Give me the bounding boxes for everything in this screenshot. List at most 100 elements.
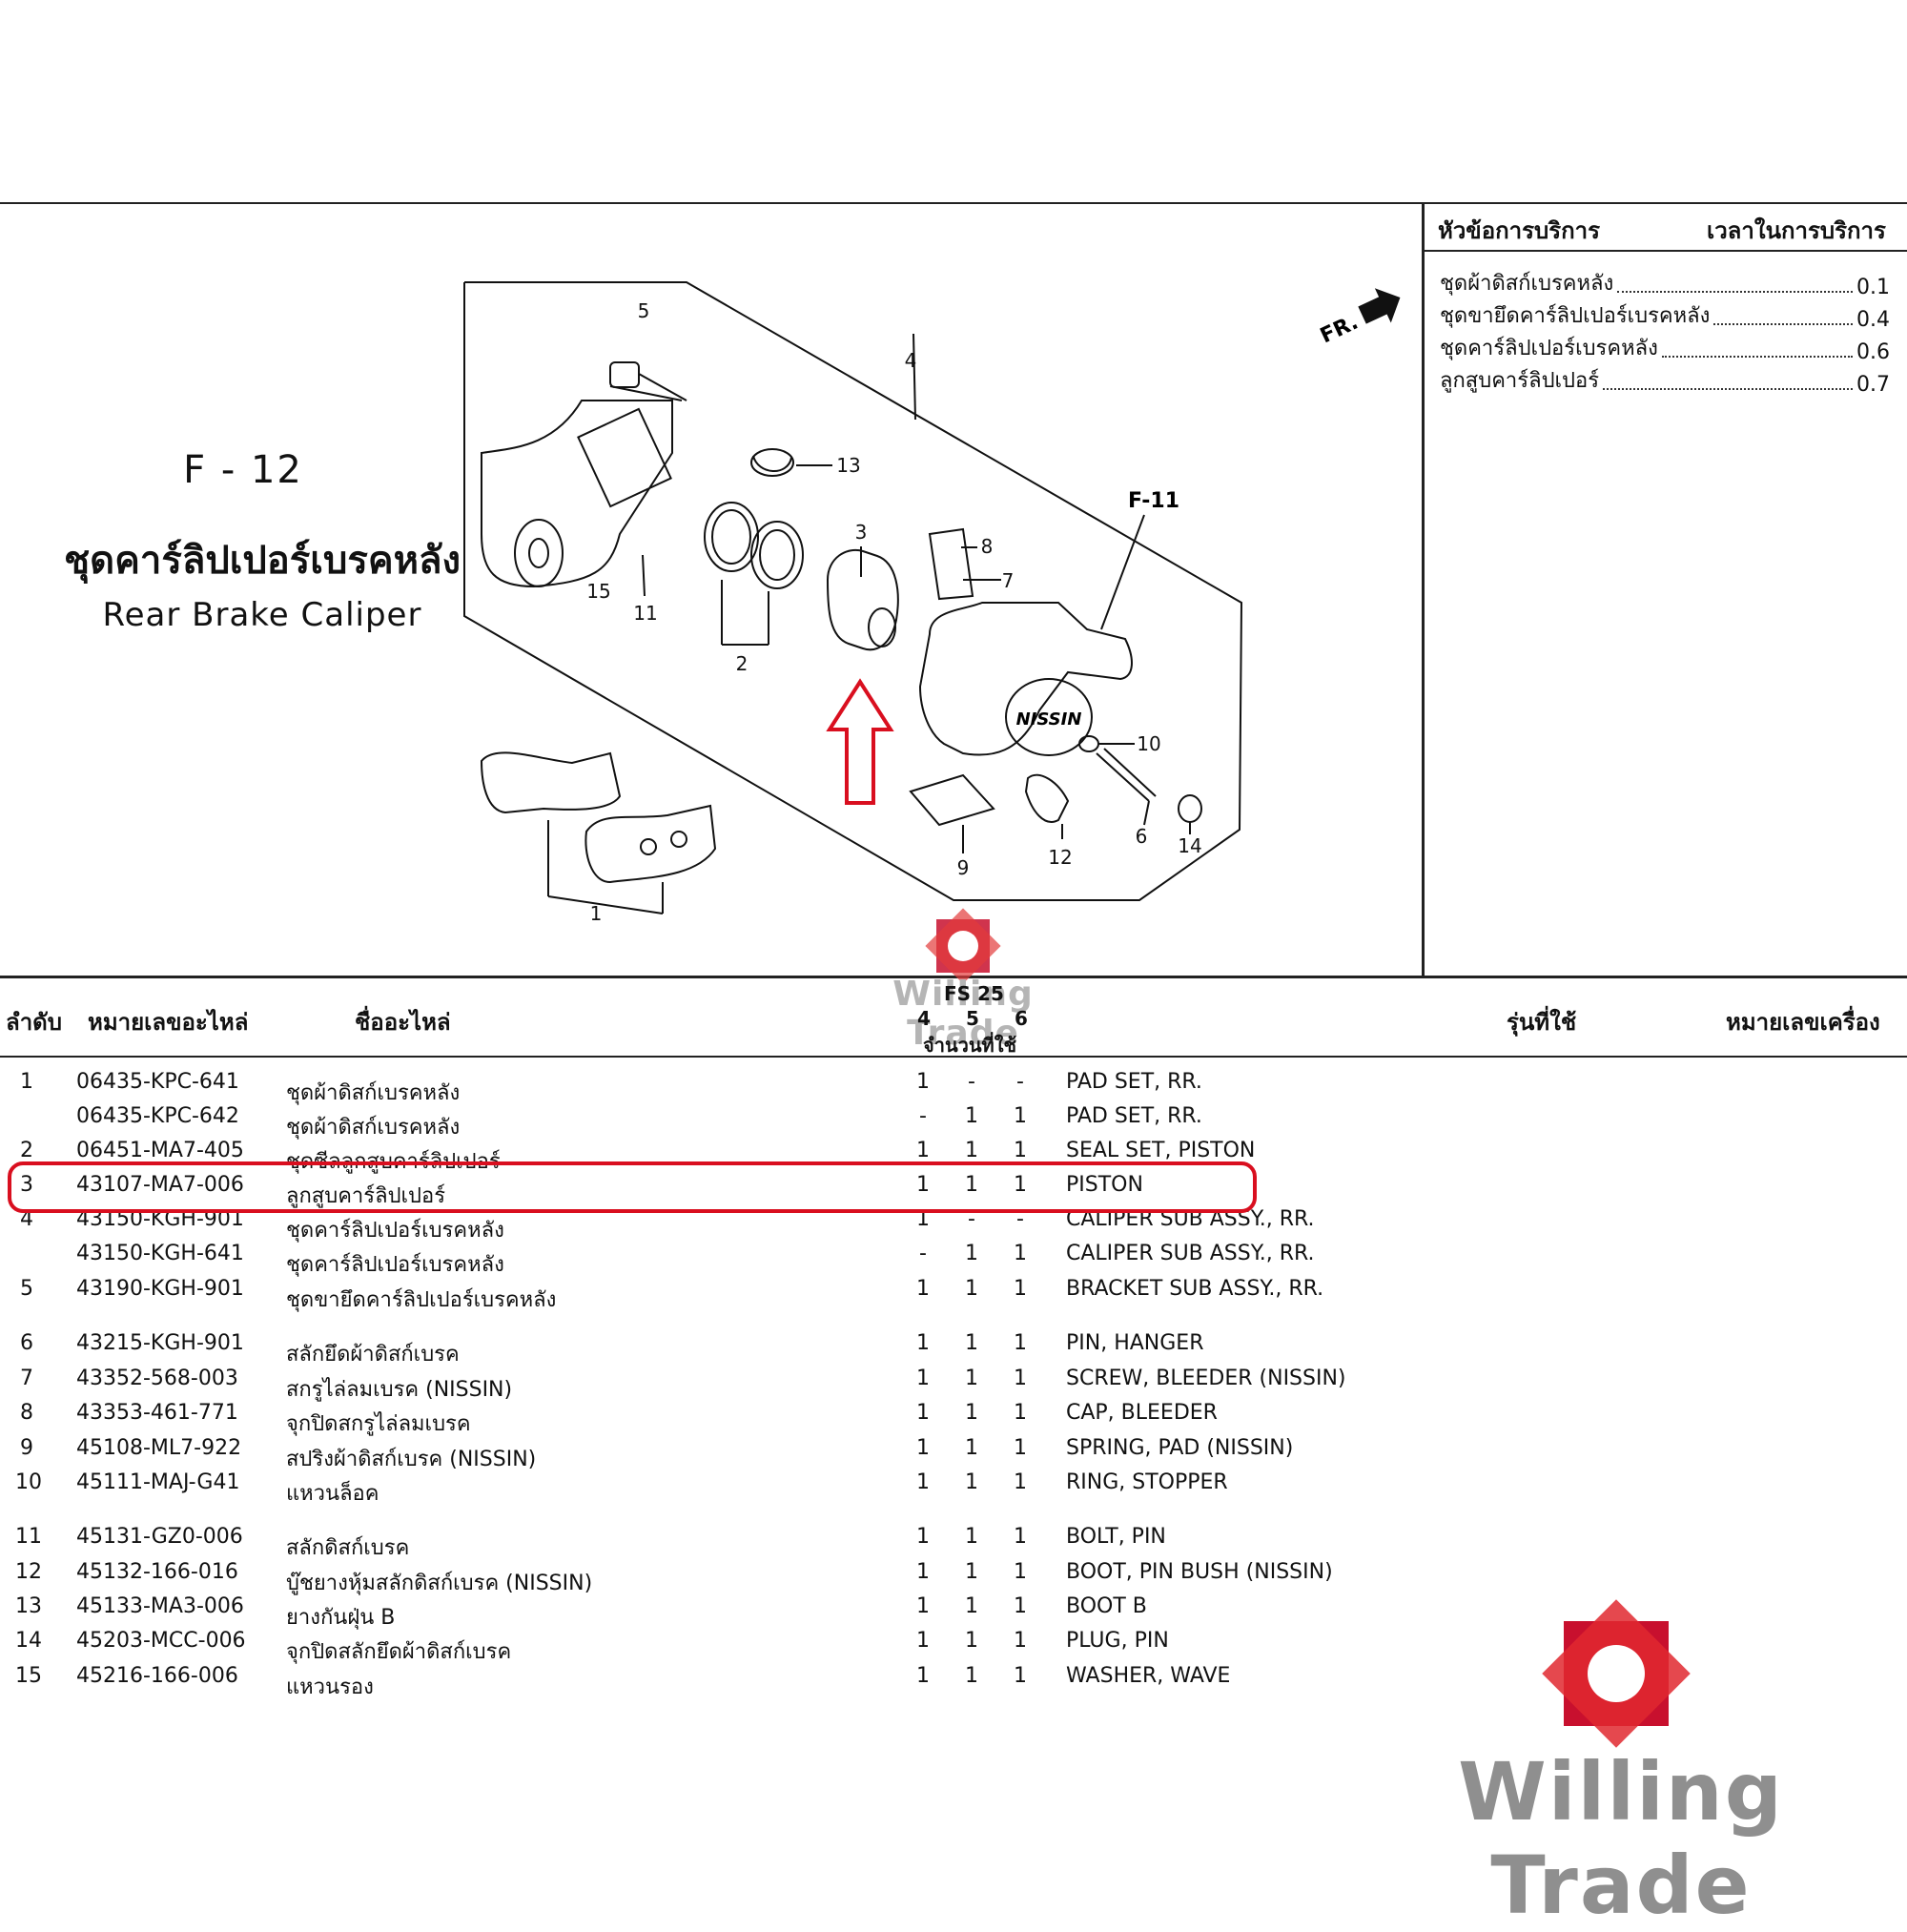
row-name-text: ชุดผ้าดิสก์เบรคหลัง bbox=[286, 1081, 461, 1105]
figure-title-thai: ชุดคาร์ลิปเปอร์เบรคหลัง bbox=[63, 539, 461, 583]
watermark-logo-icon bbox=[925, 908, 1001, 984]
row-part-no: 45131-GZ0-006 bbox=[76, 1525, 243, 1549]
row-english-name: BOOT B bbox=[1066, 1594, 1147, 1618]
service-item-time: 0.1 bbox=[1856, 276, 1890, 299]
row-qty-4: 1 bbox=[916, 1664, 930, 1688]
row-no: 11 bbox=[15, 1525, 42, 1549]
row-qty-4: - bbox=[919, 1242, 927, 1265]
row-english-name: SCREW, BLEEDER (NISSIN) bbox=[1066, 1367, 1346, 1390]
row-qty-4: 1 bbox=[916, 1594, 930, 1618]
row-qty-5: 1 bbox=[965, 1525, 978, 1549]
col-header-engine: หมายเลขเครื่อง bbox=[1726, 1009, 1880, 1036]
service-item-time: 0.6 bbox=[1856, 340, 1890, 364]
row-part-no: 43215-KGH-901 bbox=[76, 1331, 244, 1355]
callout-3: 3 bbox=[855, 521, 868, 544]
col-header-qty-5: 5 bbox=[966, 1007, 979, 1030]
row-qty-5: 1 bbox=[965, 1594, 978, 1618]
service-header-time: เวลาในการบริการ bbox=[1707, 217, 1886, 244]
row-qty-6: - bbox=[1016, 1070, 1024, 1094]
row-qty-6: 1 bbox=[1014, 1277, 1027, 1301]
row-qty-6: 1 bbox=[1014, 1470, 1027, 1494]
col-header-qty: จำนวนที่ใช้ bbox=[923, 1034, 1017, 1057]
row-name-text: สปริงผ้าดิสก์เบรค (NISSIN) bbox=[286, 1448, 537, 1471]
service-header-rule bbox=[1423, 250, 1907, 252]
col-header-name: ชื่ออะไหล่ bbox=[355, 1009, 451, 1036]
brake-pad-2-drawing bbox=[584, 804, 717, 884]
seal-ring-1-drawing bbox=[704, 502, 759, 572]
row-name-text: จุกปิดสกรูไล่ลมเบรค bbox=[286, 1412, 471, 1436]
row-qty-5: 1 bbox=[965, 1664, 978, 1688]
row-english-name: WASHER, WAVE bbox=[1066, 1664, 1231, 1688]
callout-7: 7 bbox=[1002, 569, 1015, 592]
row-qty-6: 1 bbox=[1014, 1173, 1027, 1197]
row-name-text: แหวนรอง bbox=[286, 1675, 374, 1699]
table-header-rule bbox=[0, 1056, 1907, 1058]
row-qty-6: 1 bbox=[1014, 1664, 1027, 1688]
row-english-name: PIN, HANGER bbox=[1066, 1331, 1204, 1355]
row-qty-4: 1 bbox=[916, 1436, 930, 1460]
col-header-model-code: FS 25 bbox=[944, 982, 1004, 1005]
brake-pad-1-drawing bbox=[480, 751, 622, 814]
figure-code: F - 12 bbox=[183, 448, 303, 492]
callout-6: 6 bbox=[1136, 825, 1148, 848]
row-qty-4: 1 bbox=[916, 1560, 930, 1584]
callout-12: 12 bbox=[1048, 846, 1072, 869]
row-qty-5: 1 bbox=[965, 1242, 978, 1265]
row-name-text: แหวนล็อค bbox=[286, 1482, 379, 1506]
row-qty-5: - bbox=[968, 1070, 975, 1094]
piston-drawing bbox=[826, 548, 899, 651]
callout-10: 10 bbox=[1137, 732, 1160, 755]
row-part-no: 06451-MA7-405 bbox=[76, 1139, 244, 1162]
caliper-body-drawing bbox=[918, 602, 1133, 756]
caliper-bracket-drawing bbox=[481, 400, 673, 588]
figure-title-english: Rear Brake Caliper bbox=[102, 596, 422, 634]
row-english-name: BOLT, PIN bbox=[1066, 1525, 1166, 1549]
row-name-text: ยางกันฝุ่น B bbox=[286, 1606, 396, 1630]
callout-11: 11 bbox=[633, 602, 657, 625]
row-qty-4: 1 bbox=[916, 1070, 930, 1094]
row-no: 15 bbox=[15, 1664, 42, 1688]
row-qty-4: 1 bbox=[916, 1173, 930, 1197]
row-part-no: 45203-MCC-006 bbox=[76, 1629, 246, 1653]
callout-5: 5 bbox=[638, 299, 650, 322]
row-english-name: PAD SET, RR. bbox=[1066, 1104, 1202, 1128]
callout-9: 9 bbox=[957, 856, 970, 879]
row-english-name: CALIPER SUB ASSY., RR. bbox=[1066, 1242, 1315, 1265]
row-qty-5: 1 bbox=[965, 1277, 978, 1301]
row-no: 9 bbox=[20, 1436, 33, 1460]
table-row: 14 45203-MCC-006 จุกปิดสลักยึดผ้าดิสก์เบรค… bbox=[0, 1623, 1907, 1664]
service-divider bbox=[1422, 202, 1425, 976]
row-qty-5: 1 bbox=[965, 1629, 978, 1653]
row-qty-4: 1 bbox=[916, 1401, 930, 1425]
row-qty-4: - bbox=[919, 1104, 927, 1128]
row-part-no: 45132-166-016 bbox=[76, 1560, 238, 1584]
row-qty-4: 1 bbox=[916, 1331, 930, 1355]
col-header-qty-4: 4 bbox=[917, 1007, 931, 1030]
row-name-text: จุกปิดสลักยึดผ้าดิสก์เบรค bbox=[286, 1640, 512, 1664]
seal-ring-2-drawing bbox=[750, 521, 804, 589]
row-qty-6: 1 bbox=[1014, 1242, 1027, 1265]
row-english-name: SPRING, PAD (NISSIN) bbox=[1066, 1436, 1294, 1460]
callout-2: 2 bbox=[736, 652, 748, 675]
row-english-name: SEAL SET, PISTON bbox=[1066, 1139, 1256, 1162]
row-part-no: 43190-KGH-901 bbox=[76, 1277, 244, 1301]
row-name-text: ชุดผ้าดิสก์เบรคหลัง bbox=[286, 1116, 461, 1140]
row-no: 3 bbox=[20, 1173, 33, 1197]
callout-8: 8 bbox=[981, 535, 994, 558]
row-english-name: PISTON bbox=[1066, 1173, 1143, 1197]
row-english-name: BRACKET SUB ASSY., RR. bbox=[1066, 1277, 1324, 1301]
row-name-text: ชุดคาร์ลิปเปอร์เบรคหลัง bbox=[286, 1253, 504, 1277]
col-header-qty-6: 6 bbox=[1015, 1007, 1028, 1030]
row-no: 14 bbox=[15, 1629, 42, 1653]
